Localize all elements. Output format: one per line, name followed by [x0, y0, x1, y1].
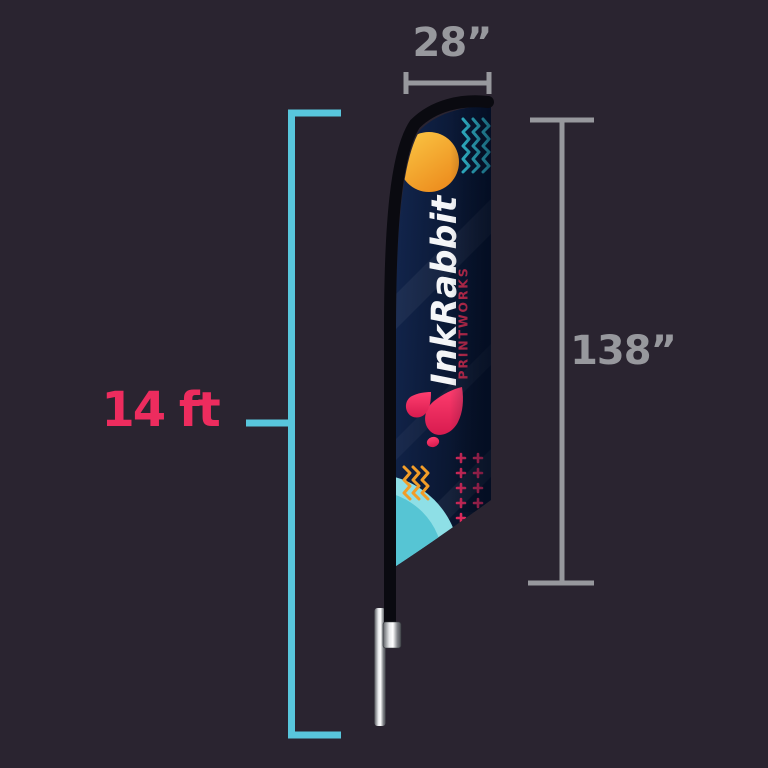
fabric-edge-shading [450, 106, 491, 512]
ground-stake-collar [382, 621, 402, 649]
height-measure-bracket [528, 117, 594, 586]
sun-circle-graphic [399, 132, 459, 192]
flag-canvas: InkRabbit PRINTWORKS [396, 106, 491, 566]
total-height-bracket [246, 109, 341, 739]
flag-pole-sleeve [384, 95, 494, 646]
orange-squiggles-icon [402, 465, 430, 501]
height-dimension-label: 138” [570, 328, 677, 374]
width-dimension-label: 28” [412, 20, 493, 66]
width-measure-bracket [403, 72, 492, 94]
teal-circle-graphic [396, 474, 460, 566]
total-height-dimension-label: 14 ft [101, 382, 220, 438]
